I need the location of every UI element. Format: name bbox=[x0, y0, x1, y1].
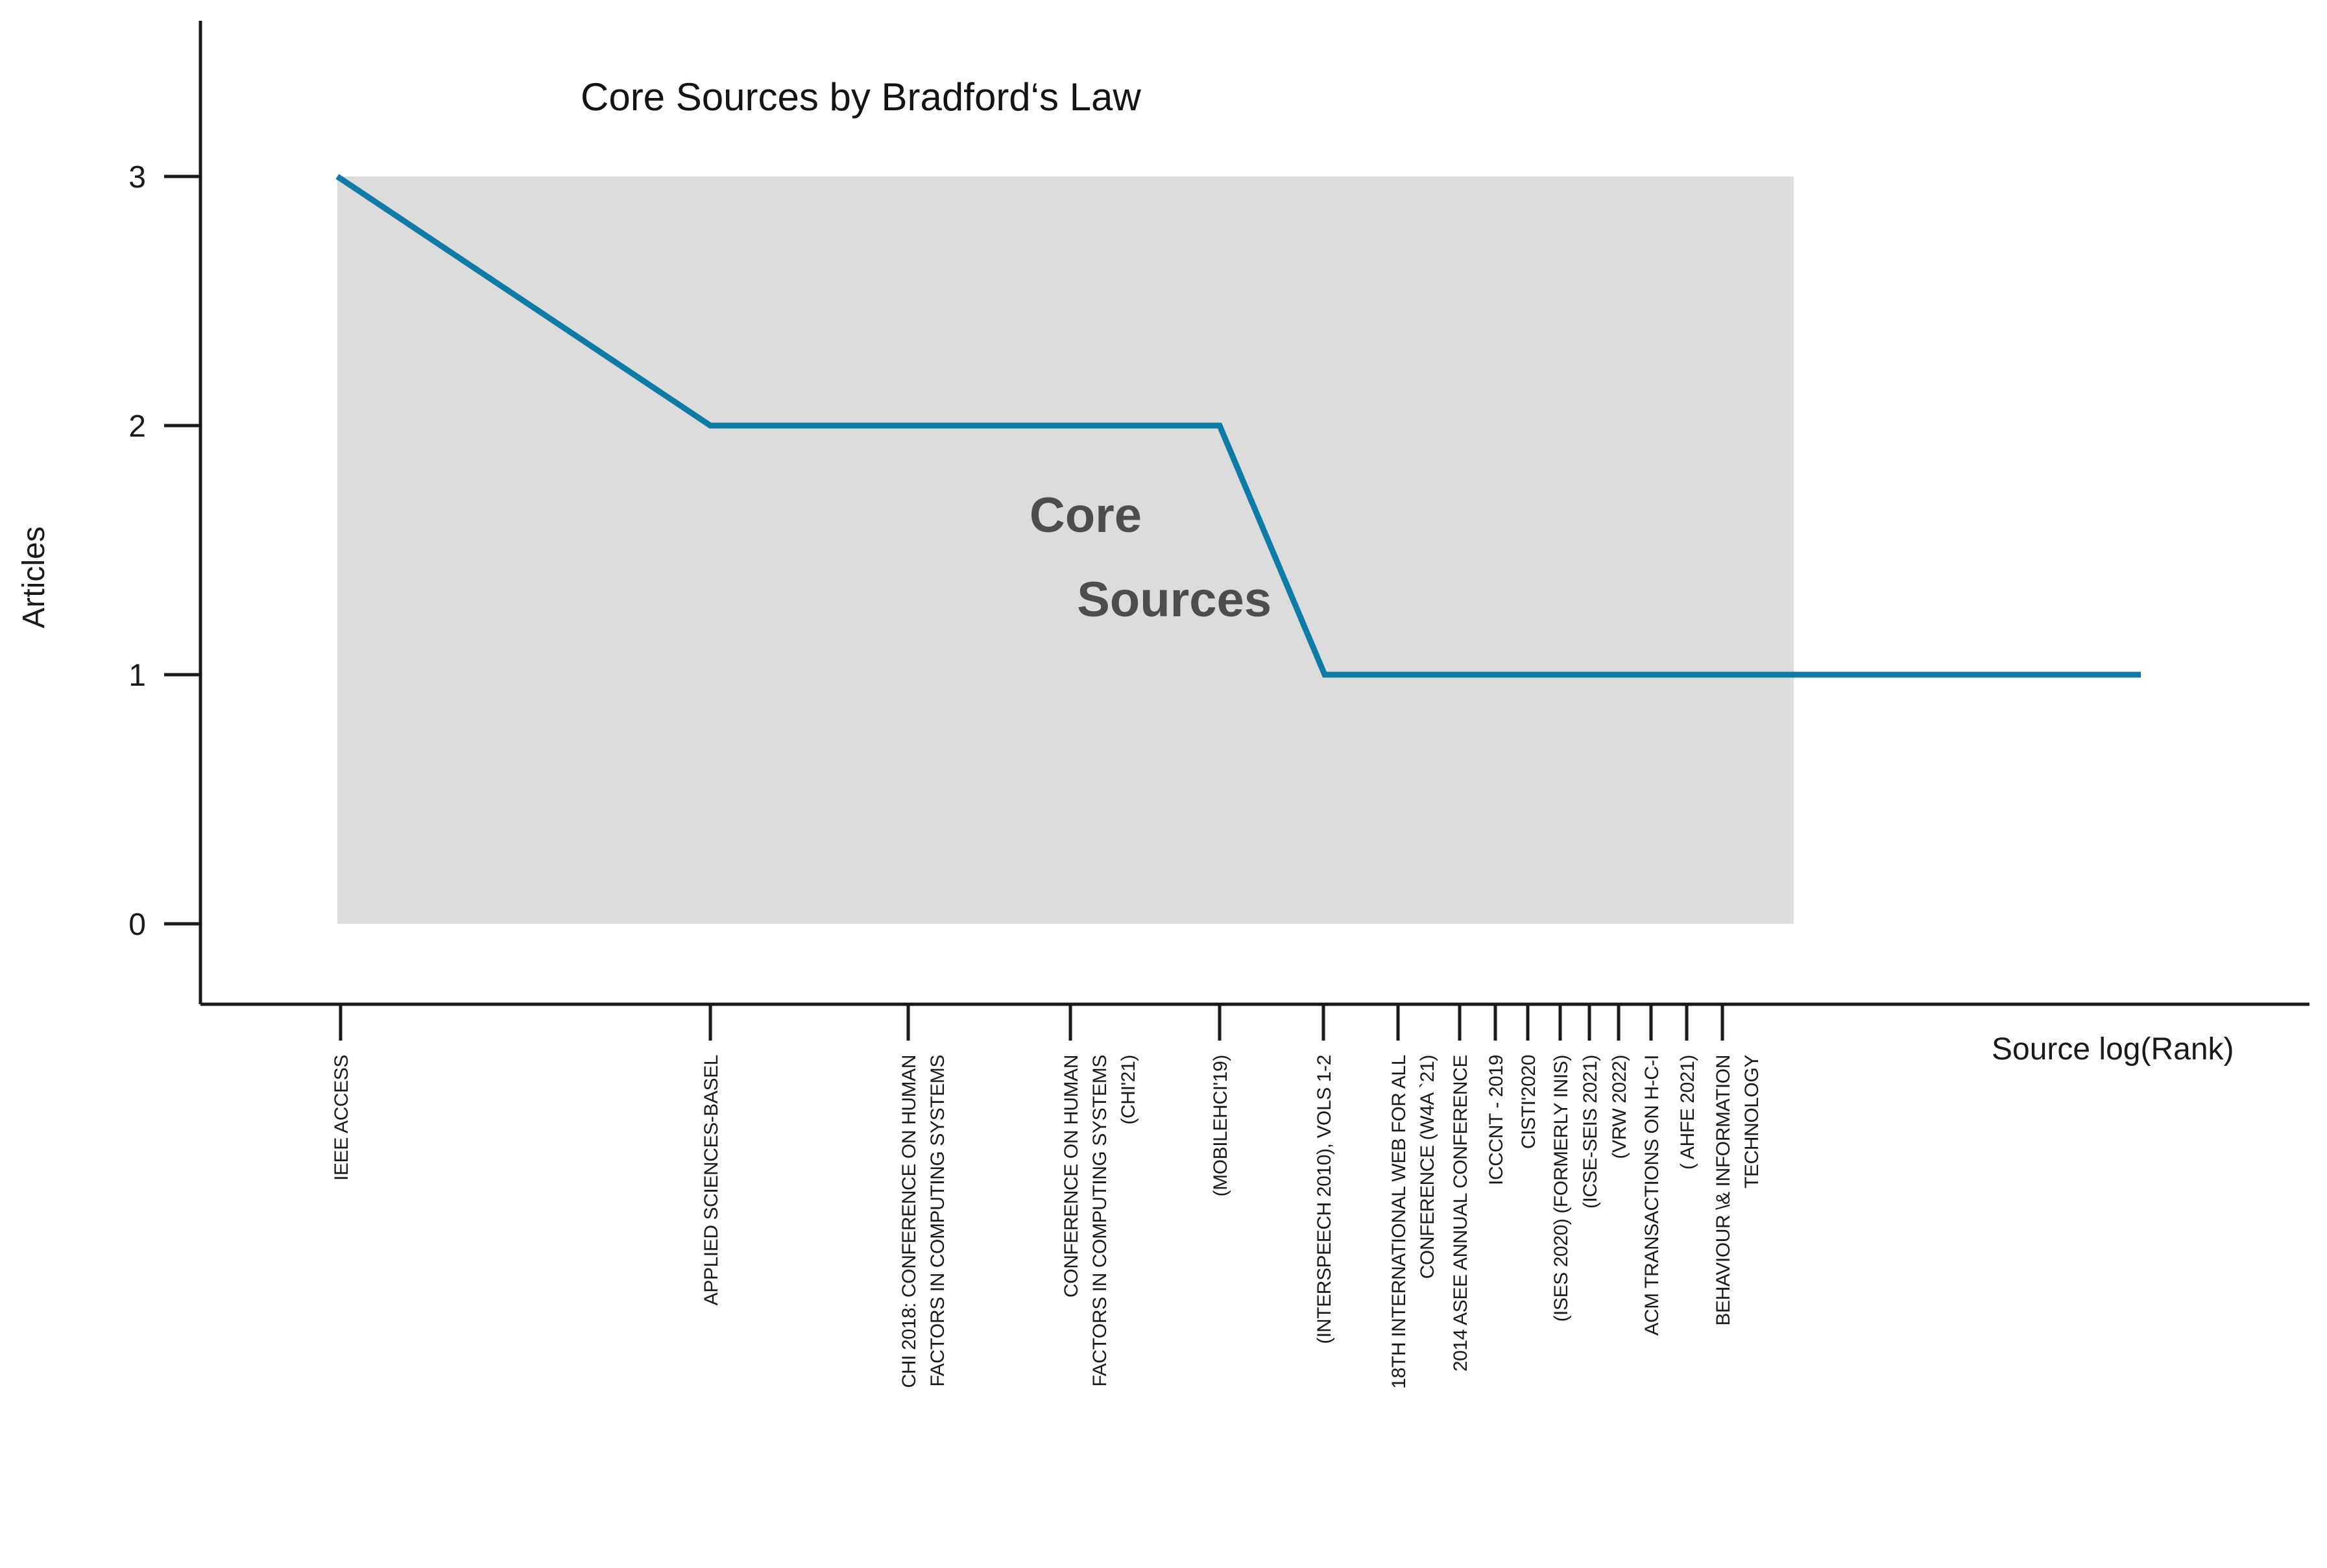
chart-title: Core Sources by Bradford‘s Law bbox=[581, 75, 1141, 119]
x-category-label-3-line-1: FACTORS IN COMPUTING SYSTEMS bbox=[1089, 1055, 1111, 1387]
x-category-label-11-line-0: (ICSE-SEIS 2021) bbox=[1580, 1055, 1601, 1209]
x-category-label-6-line-1: CONFERENCE (W4A `21) bbox=[1417, 1055, 1438, 1279]
core-sources-annotation: Core Sources bbox=[1030, 488, 1272, 627]
x-category-label-1: APPLIED SCIENCES-BASEL bbox=[701, 1055, 722, 1305]
x-axis-title: Source log(Rank) bbox=[1992, 1032, 2234, 1067]
y-tick-label-2: 2 bbox=[128, 409, 146, 444]
x-category-label-12-line-0: (VRW 2022) bbox=[1609, 1055, 1630, 1159]
core-sources-annotation-line2: Sources bbox=[1077, 572, 1272, 627]
x-category-label-4: (MOBILEHCI'19) bbox=[1210, 1055, 1231, 1197]
x-category-label-14-line-0: ( AHFE 2021) bbox=[1677, 1055, 1698, 1170]
x-category-label-15-line-1: TECHNOLOGY bbox=[1741, 1055, 1763, 1188]
x-category-label-9-line-0: CISTI'2020 bbox=[1518, 1055, 1539, 1149]
x-category-label-3-line-0: CONFERENCE ON HUMAN bbox=[1061, 1055, 1082, 1297]
core-sources-annotation-line1: Core bbox=[1030, 488, 1142, 543]
x-category-label-15: BEHAVIOUR \& INFORMATION TECHNOLOGY bbox=[1713, 1055, 1763, 1326]
y-tick-marks bbox=[164, 175, 200, 926]
x-category-label-12: (VRW 2022) bbox=[1609, 1055, 1630, 1159]
x-category-label-3-line-2: (CHI'21) bbox=[1118, 1055, 1139, 1125]
bradford-series-line bbox=[335, 174, 2141, 678]
x-category-label-6: 18TH INTERNATIONAL WEB FOR ALL CONFERENCE… bbox=[1388, 1055, 1438, 1389]
x-category-label-7-line-0: 2014 ASEE ANNUAL CONFERENCE bbox=[1450, 1055, 1471, 1371]
x-tick-marks bbox=[339, 1004, 1724, 1041]
x-category-label-15-line-0: BEHAVIOUR \& INFORMATION bbox=[1713, 1055, 1734, 1326]
x-category-label-4-line-0: (MOBILEHCI'19) bbox=[1210, 1055, 1231, 1197]
x-category-label-13-line-0: ACM TRANSACTIONS ON H-C-I bbox=[1641, 1055, 1663, 1336]
x-category-label-0-line-0: IEEE ACCESS bbox=[331, 1055, 352, 1181]
x-category-label-2-line-1: FACTORS IN COMPUTING SYSTEMS bbox=[927, 1055, 948, 1387]
x-category-label-2: CHI 2018: CONFERENCE ON HUMAN FACTORS IN … bbox=[898, 1055, 948, 1388]
y-tick-label-0: 0 bbox=[128, 908, 146, 942]
x-category-label-1-line-0: APPLIED SCIENCES-BASEL bbox=[701, 1055, 722, 1305]
x-category-label-5-line-0: (INTERSPEECH 2010), VOLS 1-2 bbox=[1314, 1055, 1335, 1344]
x-category-label-9: CISTI'2020 bbox=[1518, 1055, 1539, 1149]
y-tick-labels: 3 2 1 0 bbox=[128, 160, 146, 942]
x-category-label-5: (INTERSPEECH 2010), VOLS 1-2 bbox=[1314, 1055, 1335, 1344]
x-category-label-10: (ISES 2020) (FORMERLY INIS) bbox=[1550, 1055, 1572, 1322]
x-category-label-2-line-0: CHI 2018: CONFERENCE ON HUMAN bbox=[898, 1055, 920, 1388]
x-category-label-8-line-0: ICCCNT - 2019 bbox=[1486, 1055, 1507, 1185]
y-tick-label-1: 1 bbox=[128, 658, 146, 693]
x-category-label-14: ( AHFE 2021) bbox=[1677, 1055, 1698, 1170]
x-category-labels: IEEE ACCESS APPLIED SCIENCES-BASEL CHI 201… bbox=[331, 1055, 1763, 1389]
x-category-label-7: 2014 ASEE ANNUAL CONFERENCE bbox=[1450, 1055, 1471, 1371]
y-axis-title: Articles bbox=[17, 526, 51, 628]
y-tick-label-3: 3 bbox=[128, 160, 146, 195]
x-category-label-6-line-0: 18TH INTERNATIONAL WEB FOR ALL bbox=[1388, 1055, 1410, 1389]
x-category-label-8: ICCCNT - 2019 bbox=[1486, 1055, 1507, 1185]
core-sources-zone bbox=[337, 176, 1794, 924]
x-category-label-11: (ICSE-SEIS 2021) bbox=[1580, 1055, 1601, 1209]
x-category-label-0: IEEE ACCESS bbox=[331, 1055, 352, 1181]
x-category-label-3: CONFERENCE ON HUMAN FACTORS IN COMPUTING … bbox=[1061, 1055, 1139, 1387]
x-category-label-13: ACM TRANSACTIONS ON H-C-I bbox=[1641, 1055, 1663, 1336]
x-category-label-10-line-0: (ISES 2020) (FORMERLY INIS) bbox=[1550, 1055, 1572, 1322]
